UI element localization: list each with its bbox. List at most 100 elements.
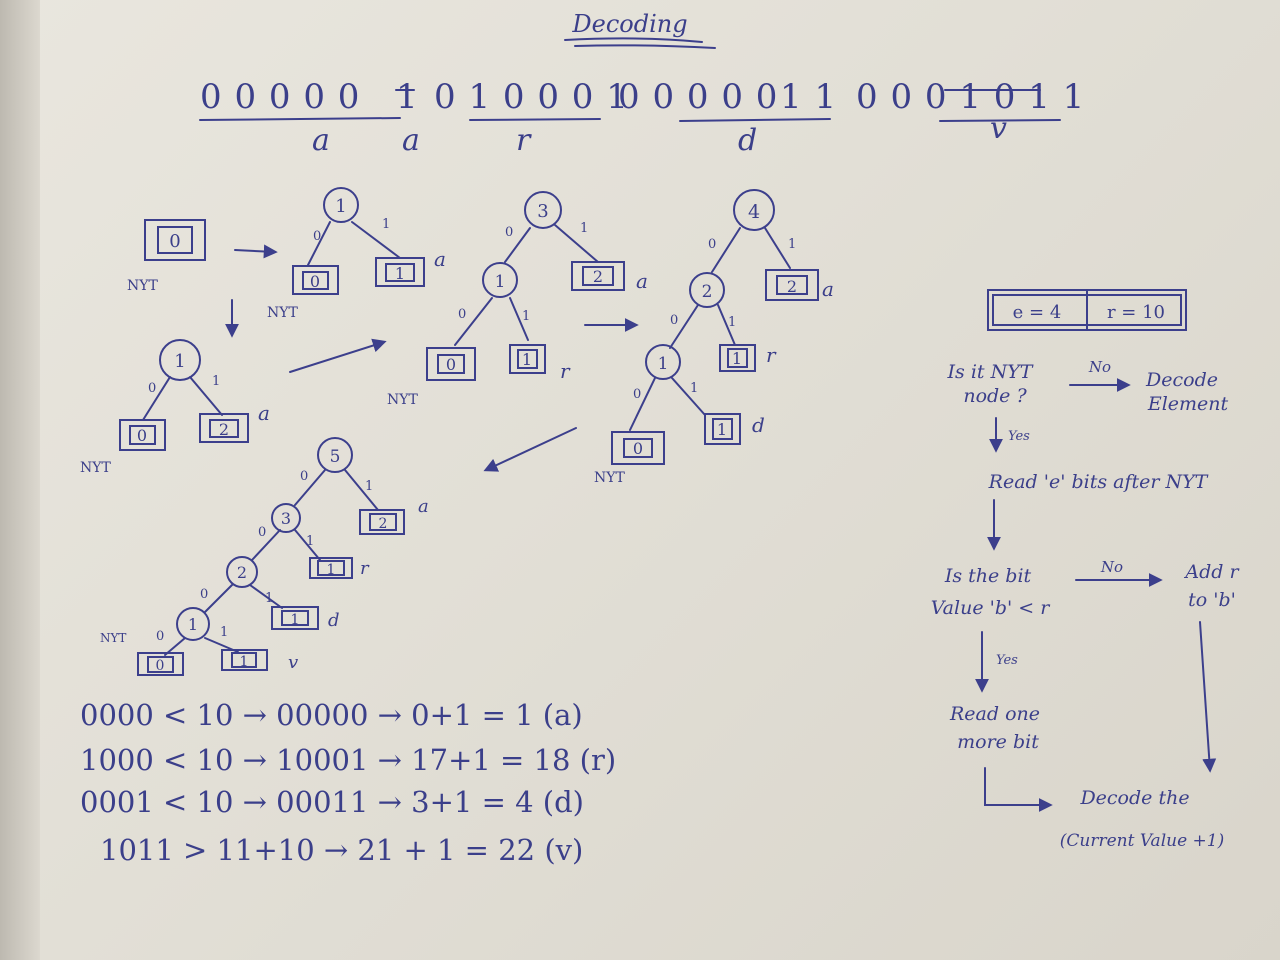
flow-add-r-1: Add r bbox=[1183, 561, 1240, 583]
flow-q1-line2: node ? bbox=[963, 385, 1027, 407]
t5-nyt-leaf: 0 bbox=[156, 658, 165, 674]
t5-nyt-label: NYT bbox=[100, 631, 126, 645]
t5-r-leaf: 1 bbox=[327, 562, 336, 578]
t0-nyt-weight: 0 bbox=[169, 231, 180, 252]
t5-v-symbol: v bbox=[288, 652, 298, 673]
t1-a-leaf: 1 bbox=[395, 264, 405, 283]
t2-a-leaf: 2 bbox=[219, 420, 229, 439]
t5-edge-1d: 1 bbox=[220, 625, 228, 640]
t5-edge-0b: 0 bbox=[258, 525, 266, 540]
t4-r-symbol: r bbox=[766, 343, 777, 367]
t4-d-symbol: d bbox=[752, 413, 765, 437]
params-box: e = 4 r = 10 bbox=[987, 289, 1187, 331]
t4-root: 4 bbox=[748, 201, 760, 223]
tree-1: 1 0 1 0 1 a NYT bbox=[267, 187, 446, 321]
flow-q1-line1: Is it NYT bbox=[947, 361, 1034, 383]
calc-line-3: 0001 < 10 → 00011 → 3+1 = 4 (d) bbox=[80, 785, 584, 819]
t4-edge-0b: 0 bbox=[670, 313, 678, 328]
flow-decode-the-1: Decode the bbox=[1079, 787, 1189, 809]
t2-a-symbol: a bbox=[258, 401, 270, 425]
t1-nyt-leaf: 0 bbox=[310, 272, 320, 291]
t0-nyt-label: NYT bbox=[127, 278, 158, 294]
t5-edge-1: 1 bbox=[365, 479, 373, 494]
t5-internal-1: 1 bbox=[188, 615, 198, 634]
t3-r-symbol: r bbox=[560, 359, 571, 383]
bitstream: 0 0 0 0 0 1 0 1 0 0 0 1 0 0 0 0 0 1 1 0 … bbox=[200, 77, 1085, 117]
t4-a-leaf: 2 bbox=[787, 277, 797, 296]
symbol-v: v bbox=[990, 111, 1007, 146]
t3-r-leaf: 1 bbox=[522, 350, 532, 369]
t4-edge-1c: 1 bbox=[690, 381, 698, 396]
t5-r-symbol: r bbox=[360, 558, 370, 579]
t1-root: 1 bbox=[335, 196, 346, 217]
tree-4: 4 0 1 2 0 1 1 0 1 0 1 d 1 r 2 a NY bbox=[594, 189, 834, 486]
symbol-a-1: a bbox=[312, 123, 330, 158]
flow-decode-element-2: Element bbox=[1147, 393, 1229, 415]
t5-edge-0d: 0 bbox=[156, 629, 164, 644]
flowchart: Is it NYT node ? No Decode Element Yes R… bbox=[931, 358, 1241, 851]
t5-a-symbol: a bbox=[418, 496, 429, 517]
tree-2: 1 0 1 0 2 a NYT bbox=[80, 339, 270, 476]
t5-v-leaf: 1 bbox=[240, 654, 249, 670]
t3-internal: 1 bbox=[495, 272, 506, 292]
bit-group-4: 0 0 0 0 0 bbox=[618, 77, 778, 117]
symbol-a-2: a bbox=[402, 123, 420, 158]
flow-yes-2: Yes bbox=[996, 653, 1018, 668]
t4-nyt-leaf: 0 bbox=[633, 439, 643, 458]
calc-line-1: 0000 < 10 → 00000 → 0+1 = 1 (a) bbox=[80, 698, 583, 732]
t2-nyt-label: NYT bbox=[80, 460, 111, 476]
t3-edge-1b: 1 bbox=[522, 309, 530, 324]
param-e: e = 4 bbox=[1013, 302, 1062, 323]
t5-root: 5 bbox=[330, 447, 341, 467]
t4-d-leaf: 1 bbox=[717, 420, 727, 439]
t3-nyt-leaf: 0 bbox=[446, 355, 456, 374]
bit-group-3: 0 1 0 0 0 1 bbox=[434, 77, 629, 117]
t3-nyt-label: NYT bbox=[387, 392, 418, 408]
page-margin bbox=[0, 0, 40, 960]
flow-yes-1: Yes bbox=[1008, 429, 1030, 444]
t5-edge-0c: 0 bbox=[200, 587, 208, 602]
flow-decode-the-2: (Current Value +1) bbox=[1060, 831, 1224, 851]
calc-line-4: 1011 > 11+10 → 21 + 1 = 22 (v) bbox=[100, 833, 583, 867]
t5-edge-1b: 1 bbox=[306, 534, 314, 549]
t5-d-leaf: 1 bbox=[291, 612, 300, 628]
t4-a-symbol: a bbox=[822, 277, 834, 301]
t3-root: 3 bbox=[537, 201, 548, 222]
flow-read-one-2: more bit bbox=[957, 731, 1039, 753]
t3-a-leaf: 2 bbox=[593, 267, 603, 286]
t2-nyt-leaf: 0 bbox=[137, 426, 147, 445]
flow-no-1: No bbox=[1088, 358, 1111, 376]
t3-a-symbol: a bbox=[636, 269, 648, 293]
tree-5: 5 0 1 3 0 1 2 0 1 1 0 1 0 1 v 1 d bbox=[100, 437, 429, 676]
t5-edge-0: 0 bbox=[300, 469, 308, 484]
flow-no-2: No bbox=[1100, 558, 1123, 576]
t5-edge-1c: 1 bbox=[265, 591, 273, 606]
t5-a-leaf: 2 bbox=[379, 516, 388, 532]
tree-0: 0 NYT bbox=[127, 219, 206, 294]
t4-edge-0: 0 bbox=[708, 237, 716, 252]
t4-internal-1: 1 bbox=[658, 354, 669, 374]
flow-add-r-2: to 'b' bbox=[1188, 589, 1236, 611]
t1-a-symbol: a bbox=[434, 247, 446, 271]
calc-line-2: 1000 < 10 → 10001 → 17+1 = 18 (r) bbox=[80, 743, 616, 777]
t3-edge-1: 1 bbox=[580, 221, 588, 236]
t1-nyt-label: NYT bbox=[267, 305, 298, 321]
symbol-r: r bbox=[516, 123, 532, 158]
t3-edge-0: 0 bbox=[505, 225, 513, 240]
t4-edge-1b: 1 bbox=[728, 315, 736, 330]
page-title: Decoding bbox=[571, 10, 687, 38]
t5-internal-2: 2 bbox=[237, 563, 247, 582]
bit-group-6: 0 0 0 1 0 1 1 bbox=[856, 77, 1085, 117]
t4-nyt-label: NYT bbox=[594, 470, 625, 486]
t1-edge-1: 1 bbox=[382, 217, 390, 232]
t4-r-leaf: 1 bbox=[732, 349, 742, 368]
t4-internal-2: 2 bbox=[702, 282, 713, 302]
flow-q2-line2: Value 'b' < r bbox=[931, 597, 1052, 619]
flow-read-e-bits: Read 'e' bits after NYT bbox=[988, 471, 1209, 493]
flow-read-one-1: Read one bbox=[949, 703, 1040, 725]
tree-3: 3 0 1 1 0 1 0 1 r 2 a NYT bbox=[387, 191, 648, 408]
bit-group-1: 0 0 0 0 0 bbox=[200, 77, 360, 117]
calculations: 0000 < 10 → 00000 → 0+1 = 1 (a) 1000 < 1… bbox=[80, 698, 616, 867]
t2-edge-0: 0 bbox=[148, 381, 156, 396]
